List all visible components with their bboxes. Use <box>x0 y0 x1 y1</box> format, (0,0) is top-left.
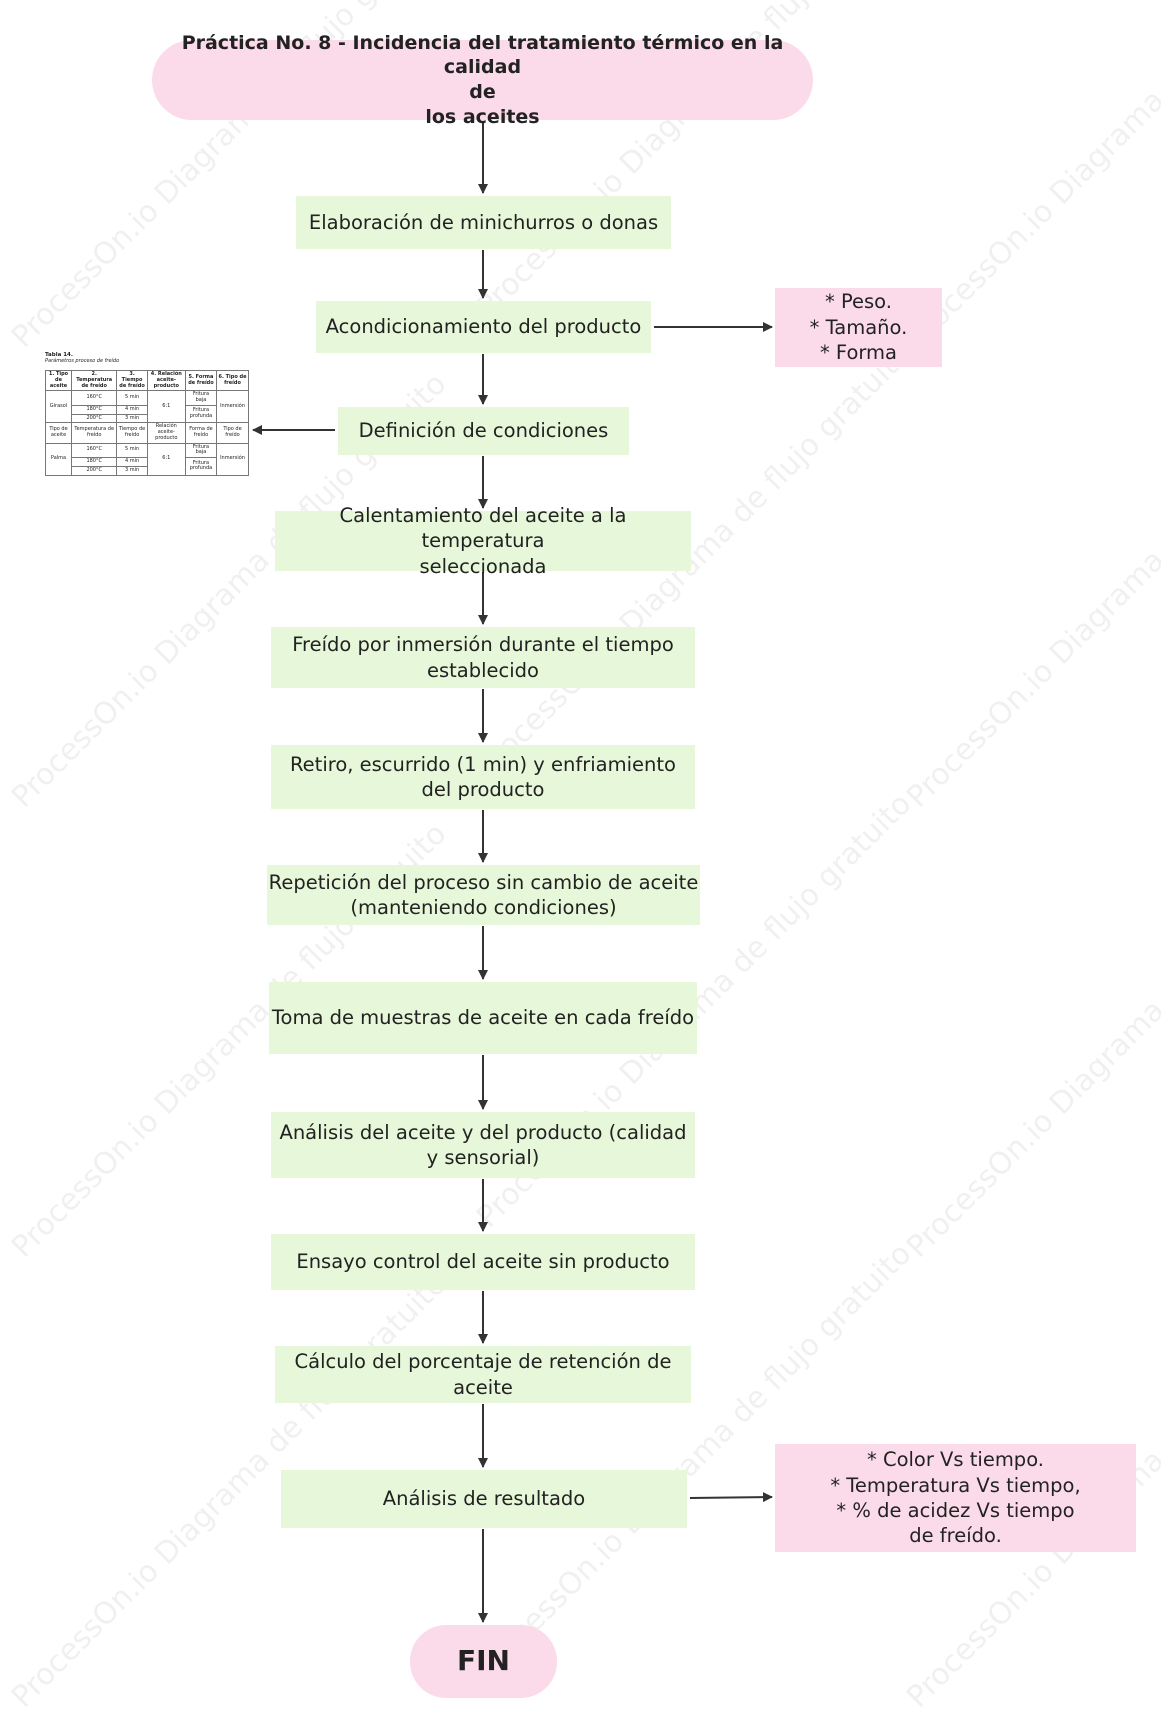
end-terminator: FIN <box>410 1625 557 1698</box>
table-subcaption: Parámetros proceso de freído <box>45 358 120 364</box>
table-cell: 160°C <box>70 390 118 406</box>
step-box: Repetición del proceso sin cambio de ace… <box>267 865 700 925</box>
parameters-table: 1. Tipo de aceite 2. Temperatura de freí… <box>45 369 249 476</box>
step-box: Elaboración de minichurros o donas <box>296 196 671 249</box>
table-header-cell: 4. Relación aceite-producto <box>146 369 186 392</box>
table-cell: 200°C <box>70 465 118 476</box>
step-box: Ensayo control del aceite sin producto <box>271 1234 695 1290</box>
step-label: Retiro, escurrido (1 min) y enfriamiento… <box>290 752 676 801</box>
table-cell: Tipo de aceite <box>45 422 72 444</box>
table-cell: Palma <box>45 442 72 476</box>
step-label: Freído por inmersión durante el tiempo e… <box>292 633 674 682</box>
table-cell: Tiempo de freído <box>116 422 148 444</box>
table-cell: 4 min <box>116 457 148 467</box>
table-header-cell: 1. Tipo de aceite <box>45 369 72 392</box>
table-cell: Temperatura de freído <box>70 422 118 444</box>
table-header-cell: 3. Tiempo de freído <box>116 369 148 392</box>
table-cell: Fritura profunda <box>184 404 218 424</box>
step-label: Definición de condiciones <box>358 419 609 443</box>
step-box: Toma de muestras de aceite en cada freíd… <box>269 982 697 1054</box>
arrow <box>689 1492 773 1503</box>
step-label: Análisis de resultado <box>382 1487 586 1511</box>
table-cell: Fritura profunda <box>184 457 218 476</box>
step-box: Calentamiento del aceite a la temperatur… <box>275 504 691 578</box>
table-cell: 180°C <box>70 457 118 467</box>
table-cell: 160°C <box>70 442 118 458</box>
step-label: Cálculo del porcentaje de retención de a… <box>294 1350 672 1399</box>
step-label: Acondicionamiento del producto <box>325 315 642 339</box>
note-results: * Color Vs tiempo. * Temperatura Vs tiem… <box>775 1444 1136 1552</box>
table-cell: 4 min <box>116 404 148 415</box>
table-row: 200°C 3 min <box>46 465 249 476</box>
table-row: Girasol 160°C 5 min 6:1 Fritura baja Inm… <box>45 390 249 424</box>
table-cell: Tipo de freído <box>216 422 249 444</box>
title-text: Práctica No. 8 - Incidencia del tratamie… <box>181 31 784 128</box>
table-cell: Relación aceite-producto <box>146 422 186 444</box>
step-label: Repetición del proceso sin cambio de ace… <box>268 870 699 919</box>
table-cell: 200°C <box>70 413 118 424</box>
note-conditioning: * Peso. * Tamaño. * Forma <box>775 288 942 367</box>
table-row: 180°C 4 min Fritura profunda <box>46 404 249 424</box>
step-label: Toma de muestras de aceite en cada freíd… <box>271 1006 695 1030</box>
table-header-cell: 6. Tipo de freído <box>216 369 249 392</box>
table-row: Palma 160°C 5 min 6:1 Fritura baja Inmer… <box>45 442 249 476</box>
table-cell: 6:1 <box>146 390 186 424</box>
table-header-cell: 2. Temperatura de freído <box>70 369 118 392</box>
table-cell: Fritura baja <box>184 442 218 458</box>
title-terminator: Práctica No. 8 - Incidencia del tratamie… <box>152 32 813 128</box>
table-cell: 5 min <box>116 442 148 458</box>
table-header-cell: 5. Forma de freído <box>184 369 218 392</box>
step-box: Retiro, escurrido (1 min) y enfriamiento… <box>271 745 695 809</box>
table-cell: 3 min <box>116 465 148 476</box>
table-caption: Tabla 14. <box>45 352 73 358</box>
frying-parameters-table: Tabla 14. Parámetros proceso de freído 1… <box>45 352 249 476</box>
step-label: Análisis del aceite y del producto (cali… <box>279 1120 687 1169</box>
step-box: Acondicionamiento del producto <box>316 301 651 353</box>
table-row: Tipo de aceite Temperatura de freído Tie… <box>45 422 249 444</box>
step-box: Análisis del aceite y del producto (cali… <box>271 1112 695 1178</box>
step-box: Definición de condiciones <box>338 407 629 455</box>
note-text: * Peso. * Tamaño. * Forma <box>809 290 908 365</box>
table-cell: Inmersión <box>216 442 249 476</box>
step-label: Elaboración de minichurros o donas <box>308 210 659 234</box>
table-header-row: 1. Tipo de aceite 2. Temperatura de freí… <box>45 369 249 392</box>
table-cell: 180°C <box>70 404 118 415</box>
table-cell: 5 min <box>116 390 148 406</box>
step-label: Calentamiento del aceite a la temperatur… <box>339 503 627 578</box>
note-text: * Color Vs tiempo. * Temperatura Vs tiem… <box>830 1448 1081 1548</box>
step-box: Freído por inmersión durante el tiempo e… <box>271 627 695 688</box>
table-cell: Forma de freído <box>184 422 218 444</box>
table-cell: 3 min <box>116 413 148 424</box>
table-cell: Inmersión <box>216 390 249 424</box>
step-label: Ensayo control del aceite sin producto <box>296 1250 670 1274</box>
table-cell: Girasol <box>45 390 72 424</box>
table-cell: 6:1 <box>146 442 186 476</box>
end-text: FIN <box>457 1644 510 1678</box>
table-cell: Fritura baja <box>184 390 218 406</box>
step-box: Análisis de resultado <box>281 1470 687 1528</box>
step-box: Cálculo del porcentaje de retención de a… <box>275 1346 691 1403</box>
